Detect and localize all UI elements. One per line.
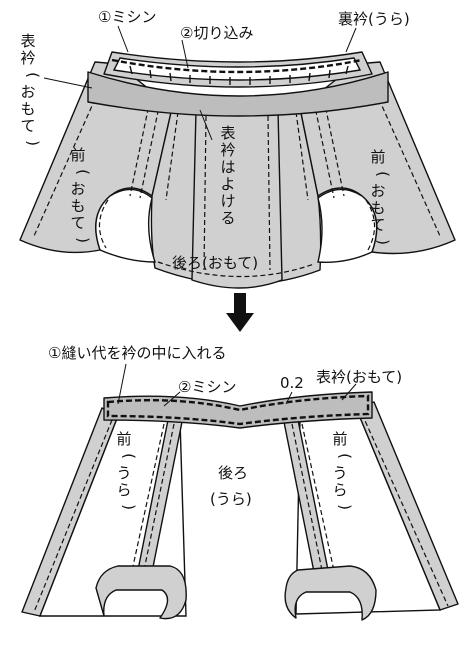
down-arrow-icon [226, 293, 254, 332]
vertical-paren: ( [336, 453, 354, 459]
label-front-left-vertical: 前おもて [70, 146, 85, 232]
label-front-left-bottom-vertical: 前うら [116, 430, 131, 499]
vertical-paren: ) [74, 237, 92, 243]
label-sewing: ①ミシン [98, 8, 156, 26]
label-keep-away-vertical: 表衿はよける [220, 124, 235, 227]
top-collar-band [87, 71, 389, 117]
collar-stitch-line [111, 58, 363, 74]
top-illustration: ①ミシン ②切り込み 裏衿(うら) 表衿おもて 表衿はよける 前おもて 前おもて… [19, 8, 456, 289]
vertical-paren: ( [74, 169, 92, 175]
under-collar-inner [112, 57, 362, 81]
notch-marks [129, 65, 349, 85]
label-top-collar-vertical: 表衿おもて [20, 32, 35, 135]
label-back-bottom-1: 後ろ [218, 464, 248, 482]
label-measure: 0.2 [280, 374, 304, 392]
label-under-collar: 裏衿(うら) [338, 10, 410, 28]
vertical-paren: ( [120, 453, 138, 459]
label-back-bottom-2: (うら) [210, 490, 252, 508]
bottom-illustration: ①縫い代を衿の中に入れる ②ミシン 0.2 表衿(おもて) 前うら 前うら 後ろ… [21, 344, 459, 621]
label-seam-allowance: ①縫い代を衿の中に入れる [48, 344, 226, 362]
armhole-left [95, 188, 156, 263]
label-front-right-bottom-vertical: 前うら [332, 430, 347, 499]
label-back: 後ろ(おもて) [172, 254, 258, 272]
label-notch: ②切り込み [180, 24, 253, 42]
cuff-right [284, 565, 377, 621]
vertical-paren: ) [120, 504, 138, 510]
cuff-left [95, 565, 187, 620]
vertical-paren: ) [374, 239, 392, 245]
label-front-right-vertical: 前おもて [370, 148, 385, 234]
armhole-right [317, 188, 378, 263]
back-fold-center [191, 109, 283, 289]
vertical-paren: ) [336, 504, 354, 510]
label-top-collar-bottom: 表衿(おもて) [316, 368, 402, 386]
collar-stitch-bottom [106, 394, 370, 426]
vertical-paren: ( [374, 171, 392, 177]
vertical-paren: ) [24, 140, 42, 146]
vertical-paren: ( [24, 72, 42, 78]
label-sewing2: ②ミシン [178, 378, 236, 396]
